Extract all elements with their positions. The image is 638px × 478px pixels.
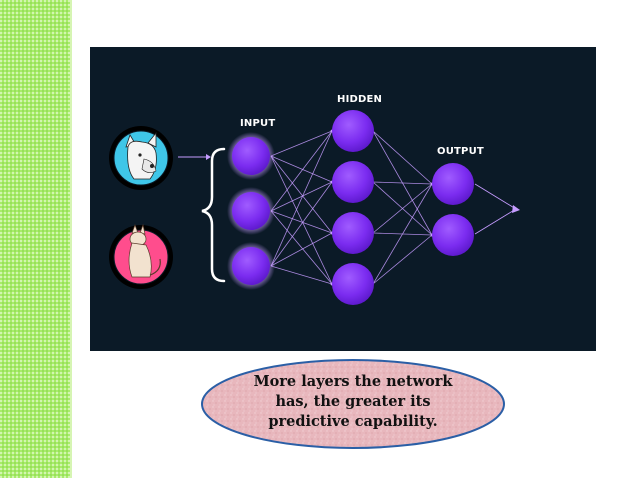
callout-line-2: has, the greater its bbox=[275, 393, 431, 410]
decorative-sidebar bbox=[0, 0, 70, 478]
hidden-node bbox=[332, 212, 374, 254]
connections bbox=[270, 129, 434, 286]
connection-line bbox=[372, 234, 433, 285]
connection-line bbox=[270, 130, 333, 267]
callout-line-3: predictive capability. bbox=[268, 413, 438, 430]
connection-line bbox=[270, 155, 333, 285]
connection-line bbox=[270, 130, 333, 157]
hidden-node bbox=[332, 161, 374, 203]
connection-line bbox=[270, 155, 333, 183]
connection-line bbox=[372, 181, 433, 185]
callout-text: More layers the network has, the greater… bbox=[200, 372, 506, 432]
output-node bbox=[432, 214, 474, 256]
dog-icon bbox=[109, 126, 173, 190]
connection-line bbox=[270, 155, 333, 234]
connection-line bbox=[270, 130, 333, 212]
callout-ellipse bbox=[201, 359, 505, 449]
input-brace bbox=[201, 147, 226, 283]
connection-line bbox=[372, 130, 433, 185]
output-node bbox=[432, 163, 474, 205]
connection-line bbox=[270, 181, 333, 267]
hidden-layer-label: HIDDEN bbox=[337, 94, 382, 105]
output-layer-label: OUTPUT bbox=[437, 146, 484, 157]
cat-icon bbox=[109, 223, 173, 289]
connection-line bbox=[270, 265, 333, 285]
input-layer-label: INPUT bbox=[240, 118, 275, 129]
connection-line bbox=[372, 183, 433, 285]
hidden-node bbox=[332, 263, 374, 305]
input-arrow bbox=[178, 154, 211, 160]
connection-line bbox=[270, 210, 333, 234]
connection-line bbox=[372, 183, 433, 234]
callout-bubble: More layers the network has, the greater… bbox=[200, 358, 506, 450]
connection-line bbox=[270, 181, 333, 212]
hidden-node bbox=[332, 110, 374, 152]
output-arrow bbox=[474, 183, 520, 235]
input-node bbox=[227, 132, 275, 180]
connection-line bbox=[270, 232, 333, 267]
sidebar-edge bbox=[70, 0, 72, 478]
input-node bbox=[227, 187, 275, 235]
connection-line bbox=[270, 210, 333, 285]
callout-line-1: More layers the network bbox=[253, 373, 453, 390]
network-nodes bbox=[227, 110, 474, 305]
neural-network-svg: INPUT HIDDEN OUTPUT bbox=[109, 94, 520, 305]
neural-network-diagram: INPUT HIDDEN OUTPUT bbox=[90, 47, 596, 351]
input-node bbox=[227, 242, 275, 290]
